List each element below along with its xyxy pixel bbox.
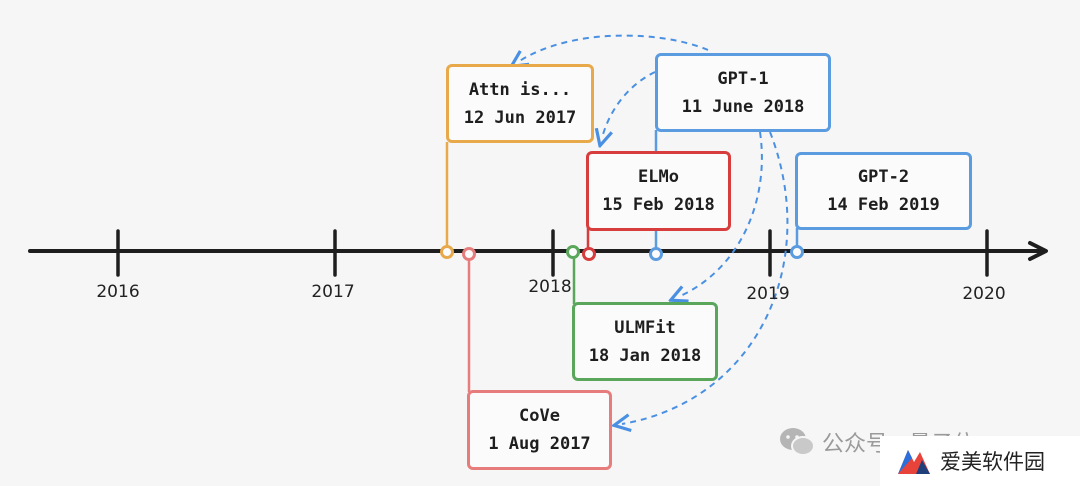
brand-logo-icon [898,450,930,474]
event-name: CoVe [519,406,560,426]
gpt2-marker [790,245,804,259]
event-box-cove: CoVe 1 Aug 2017 [467,390,612,470]
event-name: GPT-1 [717,68,769,89]
event-box-elmo: ELMo 15 Feb 2018 [586,151,731,231]
arrow-gpt1-to-elmo [602,71,656,138]
year-label-2018: 2018 [528,277,572,297]
event-name: ULMFit [614,317,676,338]
event-box-ulmfit: ULMFit 18 Jan 2018 [572,302,718,381]
event-date: 1 Aug 2017 [488,434,591,454]
event-date: 14 Feb 2019 [827,195,940,215]
arrow-gpt1-to-cove [622,131,789,424]
year-label-2020: 2020 [962,284,1006,304]
event-date: 18 Jan 2018 [588,345,702,366]
event-box-attn: Attn is... 12 Jun 2017 [446,64,594,143]
event-name: ELMo [638,167,679,187]
brand-badge: 爱美软件园 [880,436,1080,486]
attn-marker [440,245,454,259]
year-label-2019: 2019 [746,284,790,304]
ulmfit-marker [566,245,580,259]
event-name: Attn is... [468,79,572,100]
event-name: GPT-2 [857,167,910,187]
event-box-gpt2: GPT-2 14 Feb 2019 [795,152,972,230]
event-box-gpt1: GPT-1 11 June 2018 [655,53,831,132]
year-label-2017: 2017 [311,282,355,302]
arrow-gpt1-to-ulmfit [678,131,763,297]
wechat-icon [780,428,815,456]
event-date: 11 June 2018 [681,96,805,117]
event-date: 12 Jun 2017 [463,107,577,128]
cove-marker [462,247,476,261]
year-label-2016: 2016 [96,282,140,302]
gpt1-marker [649,247,663,261]
brand-text: 爱美软件园 [940,450,1045,474]
timeline-arrowhead [1028,241,1048,261]
elmo-marker [582,247,596,261]
event-date: 15 Feb 2018 [602,195,715,215]
